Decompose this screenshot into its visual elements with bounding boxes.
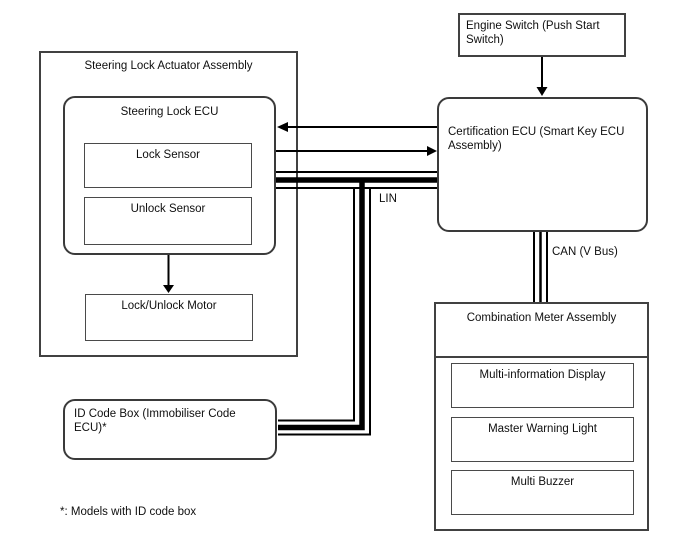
unlock-sensor-label: Unlock Sensor xyxy=(130,203,206,215)
multi-information-display-box: Multi-information Display xyxy=(451,363,634,408)
certification-ecu-box: Certification ECU (Smart Key ECU Assembl… xyxy=(437,97,648,232)
steering-lock-actuator-assembly-label: Steering Lock Actuator Assembly xyxy=(84,60,253,72)
combination-meter-assembly-header: Combination Meter Assembly xyxy=(436,304,647,358)
steering-to-cert-arrow xyxy=(276,146,437,156)
unlock-sensor-box: Unlock Sensor xyxy=(84,197,252,245)
master-warning-light-label: Master Warning Light xyxy=(488,423,597,435)
steering-lock-ecu-label: Steering Lock ECU xyxy=(120,106,219,118)
id-code-box-label: ID Code Box (Immobiliser Code ECU)* xyxy=(74,408,236,434)
lock-sensor-label: Lock Sensor xyxy=(136,149,200,161)
cert-to-steering-arrow xyxy=(277,122,437,132)
engine-to-cert-arrow xyxy=(536,57,548,96)
lock-sensor-box: Lock Sensor xyxy=(84,143,252,188)
multi-buzzer-box: Multi Buzzer xyxy=(451,470,634,515)
engine-switch-label: Engine Switch (Push Start Switch) xyxy=(466,20,600,46)
can-bus xyxy=(533,232,548,302)
multi-information-display-label: Multi-information Display xyxy=(479,369,606,381)
master-warning-light-box: Master Warning Light xyxy=(451,417,634,462)
multi-buzzer-label: Multi Buzzer xyxy=(510,476,575,488)
certification-ecu-label: Certification ECU (Smart Key ECU Assembl… xyxy=(448,126,625,152)
lock-unlock-motor-box: Lock/Unlock Motor xyxy=(85,294,253,341)
engine-switch-box: Engine Switch (Push Start Switch) xyxy=(458,13,626,57)
lin-bus xyxy=(276,171,437,436)
footnote-text: *: Models with ID code box xyxy=(60,506,197,518)
id-code-box: ID Code Box (Immobiliser Code ECU)* xyxy=(63,399,277,460)
lock-unlock-motor-label: Lock/Unlock Motor xyxy=(121,300,217,312)
lin-bus-label: LIN xyxy=(379,193,397,205)
combination-meter-assembly-label: Combination Meter Assembly xyxy=(466,312,617,324)
can-bus-label: CAN (V Bus) xyxy=(552,246,618,258)
